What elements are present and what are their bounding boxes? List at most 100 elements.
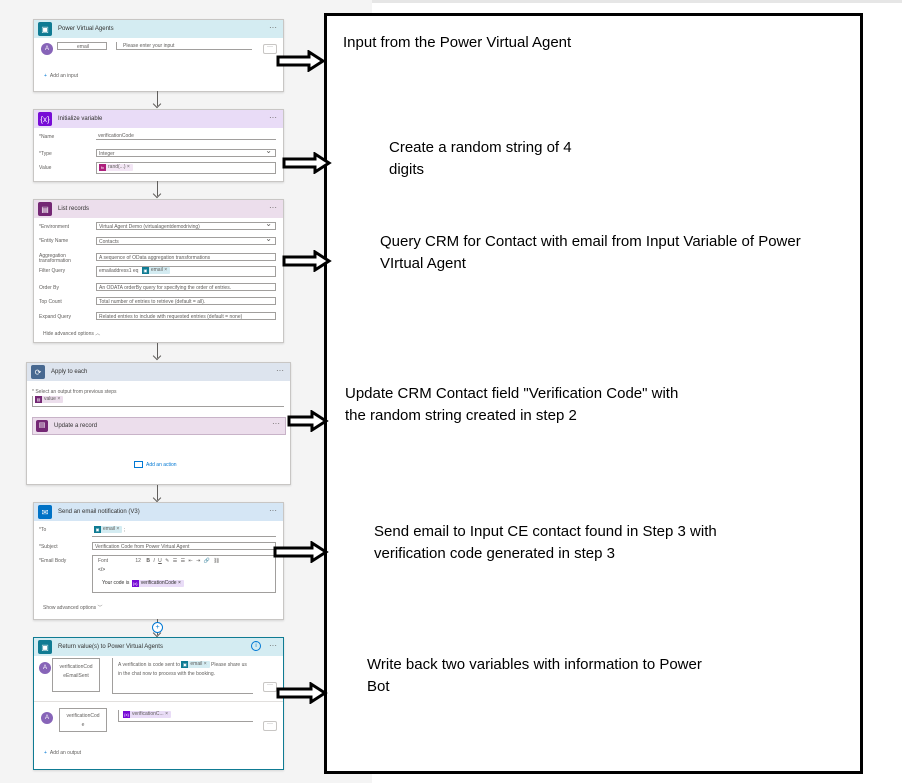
bullet-list-icon[interactable]: ☰ — [172, 558, 178, 564]
output2-value-field[interactable]: {x}verificationC... × — [118, 710, 253, 722]
insert-step-icon[interactable]: + — [152, 622, 163, 633]
annotation-step1: Input from the Power Virtual Agent — [343, 34, 572, 51]
subject-field[interactable]: Verification Code from Power Virtual Age… — [92, 542, 276, 550]
entity-name-select[interactable]: Contacts — [96, 237, 276, 245]
value-label: Value — [39, 165, 52, 171]
environment-select[interactable]: Virtual Agent Demo (virtualagentdemodriv… — [96, 222, 276, 230]
return-values-card[interactable]: ▣ Return value(s) to Power Virtual Agent… — [33, 637, 284, 770]
filter-query-label: Filter Query — [39, 268, 66, 274]
chevron-down-icon: ﹀ — [97, 605, 103, 611]
list-records-header[interactable]: ▤ List records ··· — [34, 200, 283, 218]
output2-more-button[interactable]: ··· — [263, 721, 277, 731]
pva-trigger-header[interactable]: ▣ Power Virtual Agents ··· — [34, 20, 283, 38]
add-output-link[interactable]: +Add an output — [44, 750, 82, 756]
order-by-field[interactable]: An ODATA orderBy query for specifying th… — [96, 283, 276, 291]
connector-arrow — [157, 343, 158, 358]
numbered-list-icon[interactable]: ☰ — [180, 558, 186, 564]
underline-icon[interactable]: U — [158, 558, 162, 564]
italic-icon[interactable]: I — [153, 558, 155, 564]
input-name-field[interactable]: email — [57, 42, 107, 50]
top-count-field[interactable]: Total number of entries to retrieve (def… — [96, 297, 276, 305]
select-output-field[interactable]: ▤value × — [32, 396, 284, 407]
to-field[interactable]: ▣email × ; — [92, 526, 276, 537]
aggregation-field[interactable]: A sequence of OData aggregation transfor… — [96, 253, 276, 261]
pva-token-icon: ▣ — [181, 661, 189, 668]
output1-name-field[interactable]: verificationCodeEmailSent — [52, 658, 100, 692]
more-options-icon[interactable]: ··· — [269, 23, 277, 32]
email-body-content[interactable]: Your code is {x}verificationCode × — [102, 580, 184, 587]
connector-arrow — [157, 181, 158, 196]
more-options-icon[interactable]: ··· — [276, 366, 284, 375]
hide-advanced-options-link[interactable]: Hide advanced options ︿ — [43, 330, 100, 337]
code-view-icon[interactable]: </> — [98, 567, 106, 573]
email-token[interactable]: ▣email × — [181, 661, 210, 668]
output1-text-a: A verification is code sent to — [118, 662, 180, 668]
expand-query-field[interactable]: Related entries to include with requeste… — [96, 312, 276, 320]
fx-icon: fx — [99, 164, 106, 171]
update-record-title: Update a record — [54, 423, 98, 429]
verification-code-token[interactable]: {x}verificationC... × — [123, 711, 171, 718]
more-options-icon[interactable]: ··· — [269, 203, 277, 212]
email-token[interactable]: ▣email × — [94, 526, 123, 533]
send-email-card[interactable]: ✉ Send an email notification (V3) ··· *T… — [33, 502, 284, 620]
pva-token-icon: ▣ — [94, 526, 101, 533]
pointer-arrow-icon — [276, 682, 328, 704]
indent-icon[interactable]: ⇤ — [188, 558, 193, 564]
email-token-label: email — [150, 267, 163, 273]
unlink-icon[interactable]: ⛓ — [213, 558, 220, 564]
filter-query-text: emailaddress1 eq — [99, 268, 139, 274]
more-options-icon[interactable]: ··· — [269, 113, 277, 122]
input-prompt-field[interactable]: Please enter your input — [116, 42, 252, 50]
hide-advanced-label: Hide advanced options — [43, 331, 94, 337]
input-more-button[interactable]: ··· — [263, 44, 277, 54]
text-output-icon: A — [39, 662, 51, 674]
expand-query-label: Expand Query — [39, 314, 71, 320]
highlight-icon[interactable]: ✎ — [165, 558, 170, 564]
variable-name-field[interactable]: verificationCode — [96, 132, 276, 140]
add-output-label: Add an output — [49, 750, 82, 756]
send-email-header[interactable]: ✉ Send an email notification (V3) ··· — [34, 503, 283, 521]
rand-token-label: rand(...) — [108, 164, 126, 170]
initialize-variable-card[interactable]: {x} Initialize variable ··· *Name verifi… — [33, 109, 284, 182]
environment-label: *Environment — [39, 224, 70, 230]
bold-icon[interactable]: B — [146, 558, 150, 564]
output1-value-field[interactable]: A verification is code sent to ▣email × … — [112, 658, 253, 694]
link-icon[interactable]: 🔗 — [203, 558, 210, 564]
outdent-icon[interactable]: ⇥ — [196, 558, 201, 564]
apply-to-each-card[interactable]: ⟳ Apply to each ··· * Select an output f… — [26, 362, 291, 485]
send-email-title: Send an email notification (V3) — [58, 509, 140, 515]
order-by-label: Order By — [39, 285, 60, 291]
dataverse-token-icon: ▤ — [35, 396, 42, 403]
more-options-icon[interactable]: ··· — [269, 506, 277, 515]
apply-to-each-header[interactable]: ⟳ Apply to each ··· — [27, 363, 290, 381]
editor-toolbar: Font 12 B I U ✎ ☰ ☰ ⇤ ⇥ 🔗 ⛓ — [98, 558, 274, 564]
variable-type-select[interactable]: Integer — [96, 149, 276, 157]
output1-more-button[interactable]: ··· — [263, 682, 277, 692]
return-values-header[interactable]: ▣ Return value(s) to Power Virtual Agent… — [34, 638, 283, 656]
info-icon[interactable]: i — [251, 641, 261, 651]
font-select[interactable]: Font — [98, 558, 109, 564]
update-record-action[interactable]: ▤ Update a record ··· — [32, 417, 286, 435]
value-token[interactable]: ▤value × — [35, 396, 64, 403]
output2-name-field[interactable]: verificationCode — [59, 708, 107, 732]
more-options-icon[interactable]: ··· — [272, 419, 280, 428]
show-advanced-options-link[interactable]: Show advanced options ﹀ — [43, 604, 103, 611]
initialize-variable-header[interactable]: {x} Initialize variable ··· — [34, 110, 283, 128]
email-token[interactable]: ▣email × — [141, 267, 171, 274]
more-options-icon[interactable]: ··· — [269, 641, 277, 650]
variable-icon: {x} — [38, 112, 52, 126]
add-input-link[interactable]: +Add an input — [44, 73, 79, 79]
add-action-label: Add an action — [146, 461, 177, 468]
font-size-select[interactable]: 12 — [135, 558, 141, 564]
pointer-arrow-icon — [282, 152, 332, 174]
annotation-step4: Update CRM Contact field "Verification C… — [345, 385, 679, 424]
filter-query-field[interactable]: emailaddress1 eq ▣email × — [96, 266, 276, 277]
pva-trigger-card[interactable]: ▣ Power Virtual Agents ··· A email Pleas… — [33, 19, 284, 92]
verification-code-token[interactable]: {x}verificationCode × — [131, 580, 184, 587]
add-action-link[interactable]: Add an action — [134, 461, 177, 468]
pointer-arrow-icon — [282, 250, 332, 272]
email-body-editor[interactable]: Font 12 B I U ✎ ☰ ☰ ⇤ ⇥ 🔗 ⛓ </> Your cod… — [92, 555, 276, 593]
list-records-card[interactable]: ▤ List records ··· *Environment Virtual … — [33, 199, 284, 343]
